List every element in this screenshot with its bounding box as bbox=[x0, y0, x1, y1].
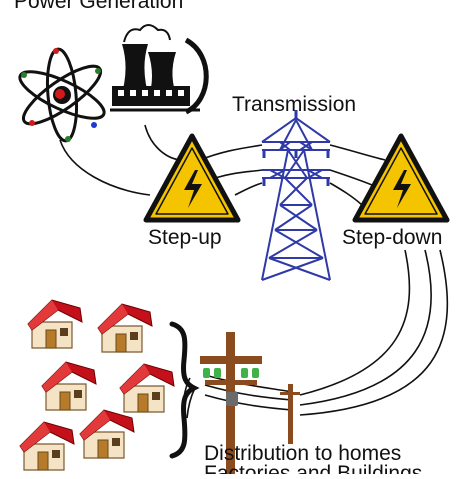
house-icon bbox=[41, 361, 97, 411]
step-up-label: Step-up bbox=[148, 226, 222, 249]
power-generation-label: Power Generation bbox=[14, 0, 183, 13]
wire-pole-to-small-pole-2 bbox=[204, 384, 293, 401]
utility-pole-icon bbox=[200, 332, 262, 474]
wire-atom-to-stepup bbox=[59, 139, 151, 196]
utility-pole-icon bbox=[280, 384, 300, 444]
atom-icon bbox=[18, 47, 106, 143]
wire-stepdown-to-pole-1 bbox=[299, 249, 411, 396]
wire-tower-to-stepdown-2 bbox=[329, 169, 373, 186]
wire-stepup-to-tower-3 bbox=[234, 182, 263, 196]
transmission-tower-icon bbox=[261, 110, 331, 281]
wire-plant-to-stepup bbox=[144, 124, 181, 161]
house-icon bbox=[19, 421, 75, 471]
transmission-label: Transmission bbox=[232, 93, 356, 116]
brace bbox=[169, 321, 200, 459]
wire-tower-to-stepdown-3 bbox=[329, 182, 363, 206]
wire-stepdown-to-pole-2 bbox=[299, 249, 432, 406]
distribution-label-line2: Factories and Buildings bbox=[204, 462, 422, 474]
wire-tower-to-stepdown-1 bbox=[329, 144, 386, 161]
high-voltage-warning-icon bbox=[352, 133, 450, 223]
house-icon bbox=[79, 409, 135, 459]
houses bbox=[19, 299, 175, 471]
power-plant-icon bbox=[110, 24, 209, 115]
wire-stepup-to-tower-2 bbox=[214, 169, 263, 179]
house-icon bbox=[119, 363, 175, 413]
house-icon bbox=[27, 299, 83, 349]
wire-pole-to-small-pole-3 bbox=[204, 394, 293, 411]
step-down-label: Step-down bbox=[342, 226, 442, 249]
wire-stepdown-to-pole-3 bbox=[299, 249, 449, 416]
high-voltage-warning-icon bbox=[143, 133, 241, 223]
house-icon bbox=[97, 303, 153, 353]
distribution-label-line1: Distribution to homes bbox=[204, 442, 401, 465]
wire-stepup-to-tower-1 bbox=[199, 144, 263, 161]
